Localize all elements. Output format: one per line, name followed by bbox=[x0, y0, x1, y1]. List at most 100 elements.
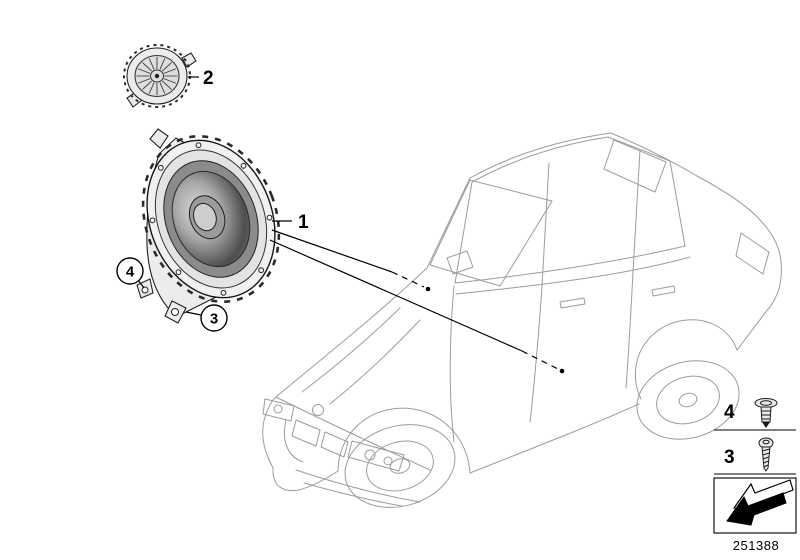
car-front-face-top-edge bbox=[275, 396, 431, 471]
car-taillight bbox=[735, 232, 770, 275]
front-wheel-rim bbox=[366, 440, 434, 492]
car-kidney-grille-right bbox=[320, 431, 349, 458]
screw-thread bbox=[762, 452, 770, 456]
screw-head-detail bbox=[762, 439, 770, 445]
tweeter-spoke bbox=[137, 78, 151, 84]
car-rear-door-rear-seam bbox=[625, 271, 634, 389]
car-hood-crease-right bbox=[329, 319, 421, 405]
screw-thread bbox=[763, 464, 769, 468]
location-leaders bbox=[269, 229, 565, 374]
legend-direction-box bbox=[713, 477, 797, 534]
tweeter-spoke bbox=[142, 62, 153, 72]
callout-1-label[interactable]: 1 bbox=[298, 212, 309, 233]
tweeter-spoke bbox=[159, 82, 166, 94]
legend-clip-label[interactable]: 4 bbox=[724, 402, 735, 423]
callout-3-circle[interactable] bbox=[200, 304, 228, 332]
direction-arrow-icon bbox=[726, 479, 794, 526]
callout-4[interactable]: 4 bbox=[116, 257, 145, 289]
rear-door-location-dot bbox=[559, 368, 565, 374]
front-wheel-tire bbox=[344, 424, 456, 508]
tweeter-spoke bbox=[148, 58, 155, 70]
car-rear-end bbox=[696, 175, 782, 351]
callout-2-label[interactable]: 2 bbox=[203, 68, 214, 89]
tweeter-spoke bbox=[159, 58, 166, 70]
callout-3-label[interactable]: 3 bbox=[210, 311, 218, 328]
tweeter-spoke bbox=[163, 78, 177, 84]
tweeter-center-dot bbox=[154, 73, 160, 79]
front-wheel-hub bbox=[389, 458, 411, 474]
door-speaker bbox=[136, 128, 281, 324]
car-headlight-left-lens bbox=[273, 404, 283, 414]
callout-2[interactable]: 2 bbox=[188, 68, 214, 89]
callout-4-label[interactable]: 4 bbox=[126, 264, 135, 281]
legend-row-clip[interactable]: 4 bbox=[724, 398, 778, 429]
rear-door-location-line-dashed bbox=[521, 350, 559, 370]
rivet-tip bbox=[762, 422, 770, 428]
tweeter-spokes bbox=[136, 56, 178, 96]
legend-row-screw[interactable]: 3 bbox=[724, 437, 774, 472]
car-c-pillar-divider bbox=[632, 149, 641, 273]
car-bumper-intake-bottom bbox=[303, 482, 403, 507]
front-door-location-line-dashed bbox=[391, 271, 425, 288]
tweeter-scallop-ring bbox=[123, 44, 191, 108]
tweeter-tab-right bbox=[181, 52, 197, 68]
rear-wheel-rim bbox=[656, 375, 720, 425]
part-number: 251388 bbox=[733, 538, 779, 553]
callout-4-circle[interactable] bbox=[116, 257, 144, 285]
direction-arrow-front bbox=[726, 492, 787, 526]
expansion-rivet-icon bbox=[754, 398, 778, 428]
car-front-wheel-arch bbox=[337, 407, 471, 474]
speaker-rim-screw bbox=[195, 142, 202, 149]
speaker-rim-screw bbox=[175, 269, 182, 276]
callout-3[interactable]: 3 bbox=[185, 304, 228, 332]
car-rocker-line bbox=[469, 403, 640, 474]
speaker-body bbox=[141, 134, 281, 304]
front-door-location-line bbox=[271, 229, 393, 273]
car-rear-window bbox=[603, 139, 667, 193]
tweeter-spoke bbox=[148, 82, 155, 94]
legend-screw-label[interactable]: 3 bbox=[724, 447, 735, 468]
rear-wheel-tire bbox=[636, 360, 740, 440]
car-a-pillar bbox=[426, 177, 471, 269]
car-rear-door-handle bbox=[651, 285, 676, 297]
car-headlight-left bbox=[262, 398, 295, 422]
callout-1[interactable]: 1 bbox=[272, 212, 309, 233]
tweeter-spoke bbox=[163, 68, 177, 74]
speaker-dust-cap bbox=[192, 202, 217, 232]
screw-thread bbox=[761, 448, 771, 452]
car-front-bumper-bottom bbox=[272, 467, 339, 492]
direction-box-border bbox=[713, 477, 797, 534]
car-beltline bbox=[455, 256, 691, 295]
screw-thread bbox=[763, 460, 769, 464]
screw-icon bbox=[758, 437, 774, 472]
car-rear-wheel bbox=[636, 360, 740, 440]
car-headlight-right bbox=[347, 440, 405, 472]
bracket-tab-bottom-hole bbox=[171, 308, 179, 316]
legend: 4 3 bbox=[713, 398, 797, 534]
front-door-location-dot bbox=[425, 286, 431, 292]
speaker-rim-screw bbox=[240, 162, 247, 169]
rivet-head bbox=[754, 398, 778, 408]
tweeter-spoke bbox=[142, 80, 153, 90]
tweeter-spoke bbox=[161, 80, 172, 90]
speaker-rim-screw bbox=[149, 217, 156, 224]
callout-4-leader bbox=[137, 279, 145, 289]
car-roundel bbox=[312, 404, 324, 416]
car-hood-crease-left bbox=[301, 307, 401, 393]
car-front-door-front-seam bbox=[449, 285, 455, 443]
tweeter-spoke bbox=[161, 62, 172, 72]
screw-thread bbox=[762, 456, 770, 460]
bracket-tab-left-hole bbox=[141, 286, 149, 294]
car-windshield bbox=[429, 179, 553, 287]
car-front-wheel bbox=[344, 424, 456, 508]
car-headlight-right-lens-inner bbox=[383, 456, 393, 466]
car-roofline bbox=[469, 132, 612, 179]
rivet-head-detail bbox=[760, 400, 772, 406]
tweeter-spoke bbox=[137, 68, 151, 74]
car-side-mirror bbox=[446, 250, 474, 275]
car-front-door-handle bbox=[559, 297, 586, 309]
tweeter-speaker bbox=[123, 44, 197, 108]
car-front-door-rear-seam bbox=[529, 285, 543, 423]
